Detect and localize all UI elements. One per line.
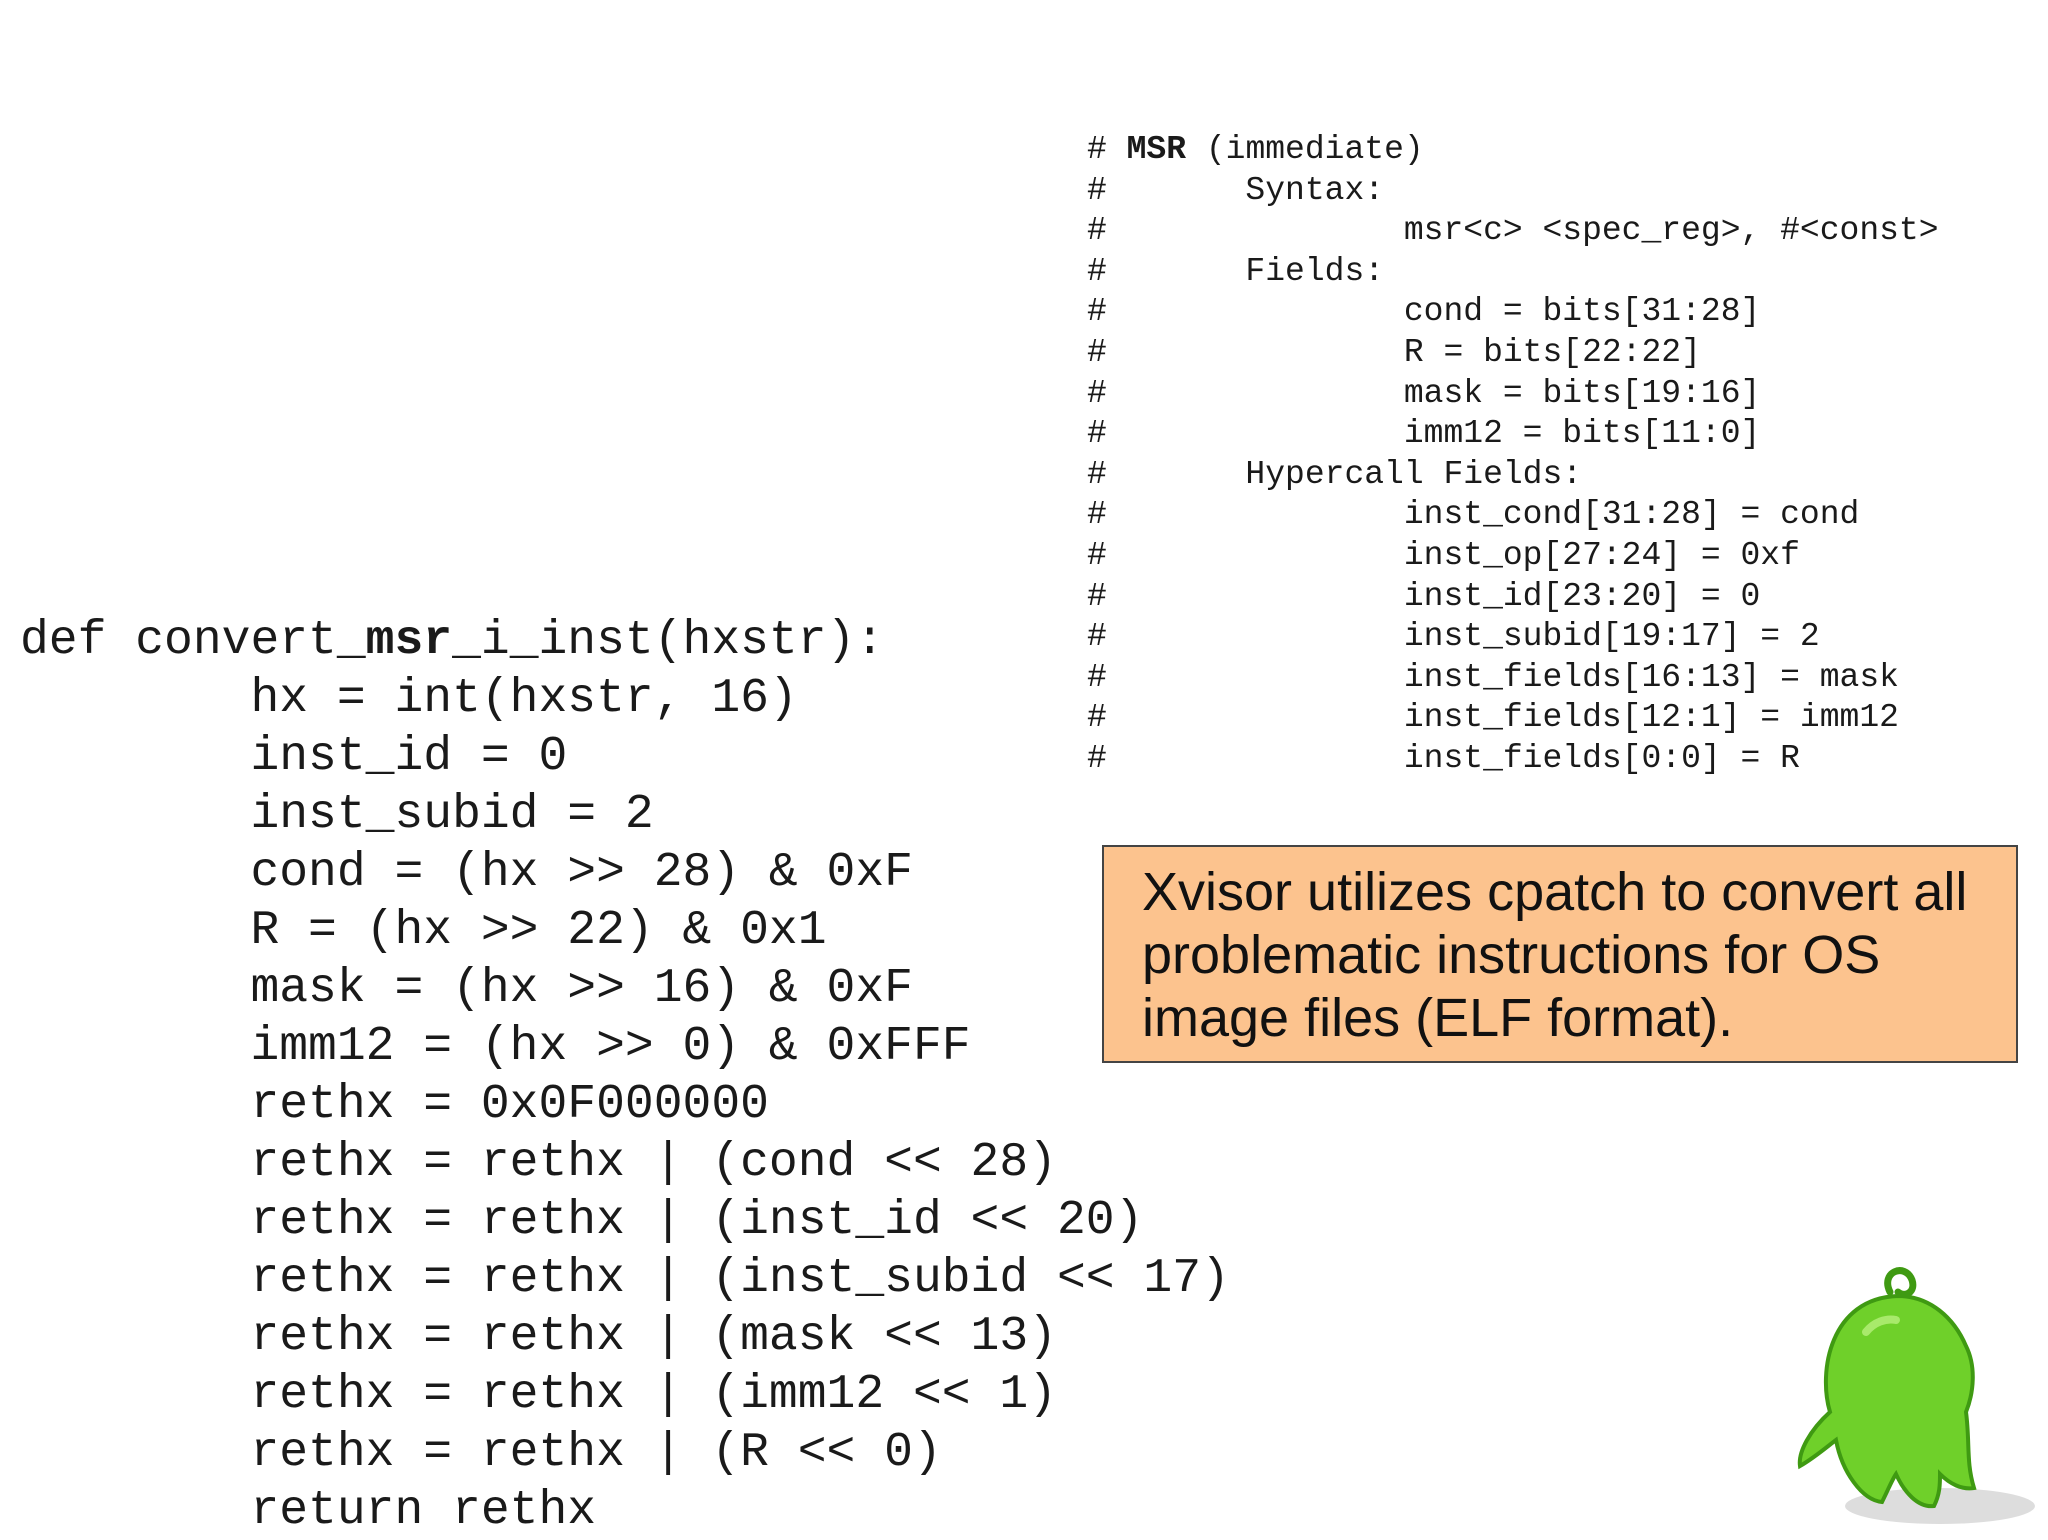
comment-line: # inst_op[27:24] = 0xf	[1087, 536, 1800, 574]
code-line: rethx = 0x0F000000	[20, 1078, 769, 1132]
code-line: rethx = rethx | (mask << 13)	[20, 1310, 1057, 1364]
comment-line: # imm12 = bits[11:0]	[1087, 415, 1761, 453]
python-code-block: def convert_msr_i_inst(hxstr): hx = int(…	[20, 612, 1230, 1540]
comment-line: # Syntax:	[1087, 171, 1385, 209]
comment-line: # mask = bits[19:16]	[1087, 374, 1761, 412]
code-line: rethx = rethx | (imm12 << 1)	[20, 1368, 1057, 1422]
comment-line: # inst_fields[16:13] = mask	[1087, 658, 1899, 696]
code-line: rethx = rethx | (inst_subid << 17)	[20, 1252, 1230, 1306]
code-line: rethx = rethx | (cond << 28)	[20, 1136, 1057, 1190]
comment-title-keyword: MSR	[1126, 131, 1187, 168]
comment-line: # inst_fields[12:1] = imm12	[1087, 699, 1899, 737]
code-line: return rethx	[20, 1484, 597, 1538]
comment-line: # msr<c> <spec_reg>, #<const>	[1087, 212, 1939, 250]
code-line: cond = (hx >> 28) & 0xF	[20, 846, 913, 900]
function-definition-line: def convert_msr_i_inst(hxstr):	[20, 612, 1230, 670]
callout-text: Xvisor utilizes cpatch to convert all pr…	[1142, 862, 1968, 1048]
comment-line: # inst_fields[0:0] = R	[1087, 739, 1800, 777]
def-keyword-bold: msr	[365, 614, 453, 668]
code-line: rethx = rethx | (inst_id << 20)	[20, 1194, 1144, 1248]
def-suffix: _i_inst(hxstr):	[452, 614, 885, 668]
comment-hash: #	[1087, 131, 1127, 168]
comment-line: # cond = bits[31:28]	[1087, 293, 1761, 331]
comment-line: # inst_id[23:20] = 0	[1087, 577, 1761, 615]
code-line: inst_id = 0	[20, 730, 568, 784]
code-line: hx = int(hxstr, 16)	[20, 672, 798, 726]
code-line: mask = (hx >> 16) & 0xF	[20, 962, 913, 1016]
comment-line: # R = bits[22:22]	[1087, 333, 1701, 371]
comment-title-rest: (immediate)	[1186, 131, 1424, 168]
code-line: inst_subid = 2	[20, 788, 654, 842]
msr-comment-block: # MSR (immediate)# Syntax:# msr<c> <spec…	[1087, 130, 1939, 780]
callout-box: Xvisor utilizes cpatch to convert all pr…	[1102, 845, 2018, 1063]
comment-line: # inst_subid[19:17] = 2	[1087, 618, 1820, 656]
def-prefix: def convert_	[20, 614, 366, 668]
code-line: R = (hx >> 22) & 0x1	[20, 904, 827, 958]
code-line: imm12 = (hx >> 0) & 0xFFF	[20, 1020, 971, 1074]
comment-line: # Hypercall Fields:	[1087, 455, 1583, 493]
code-line: rethx = rethx | (R << 0)	[20, 1426, 942, 1480]
green-ghost-mascot-icon	[1797, 1267, 2035, 1524]
comment-line: # inst_cond[31:28] = cond	[1087, 496, 1860, 534]
comment-line: # Fields:	[1087, 252, 1385, 290]
comment-title-line: # MSR (immediate)	[1087, 130, 1939, 171]
